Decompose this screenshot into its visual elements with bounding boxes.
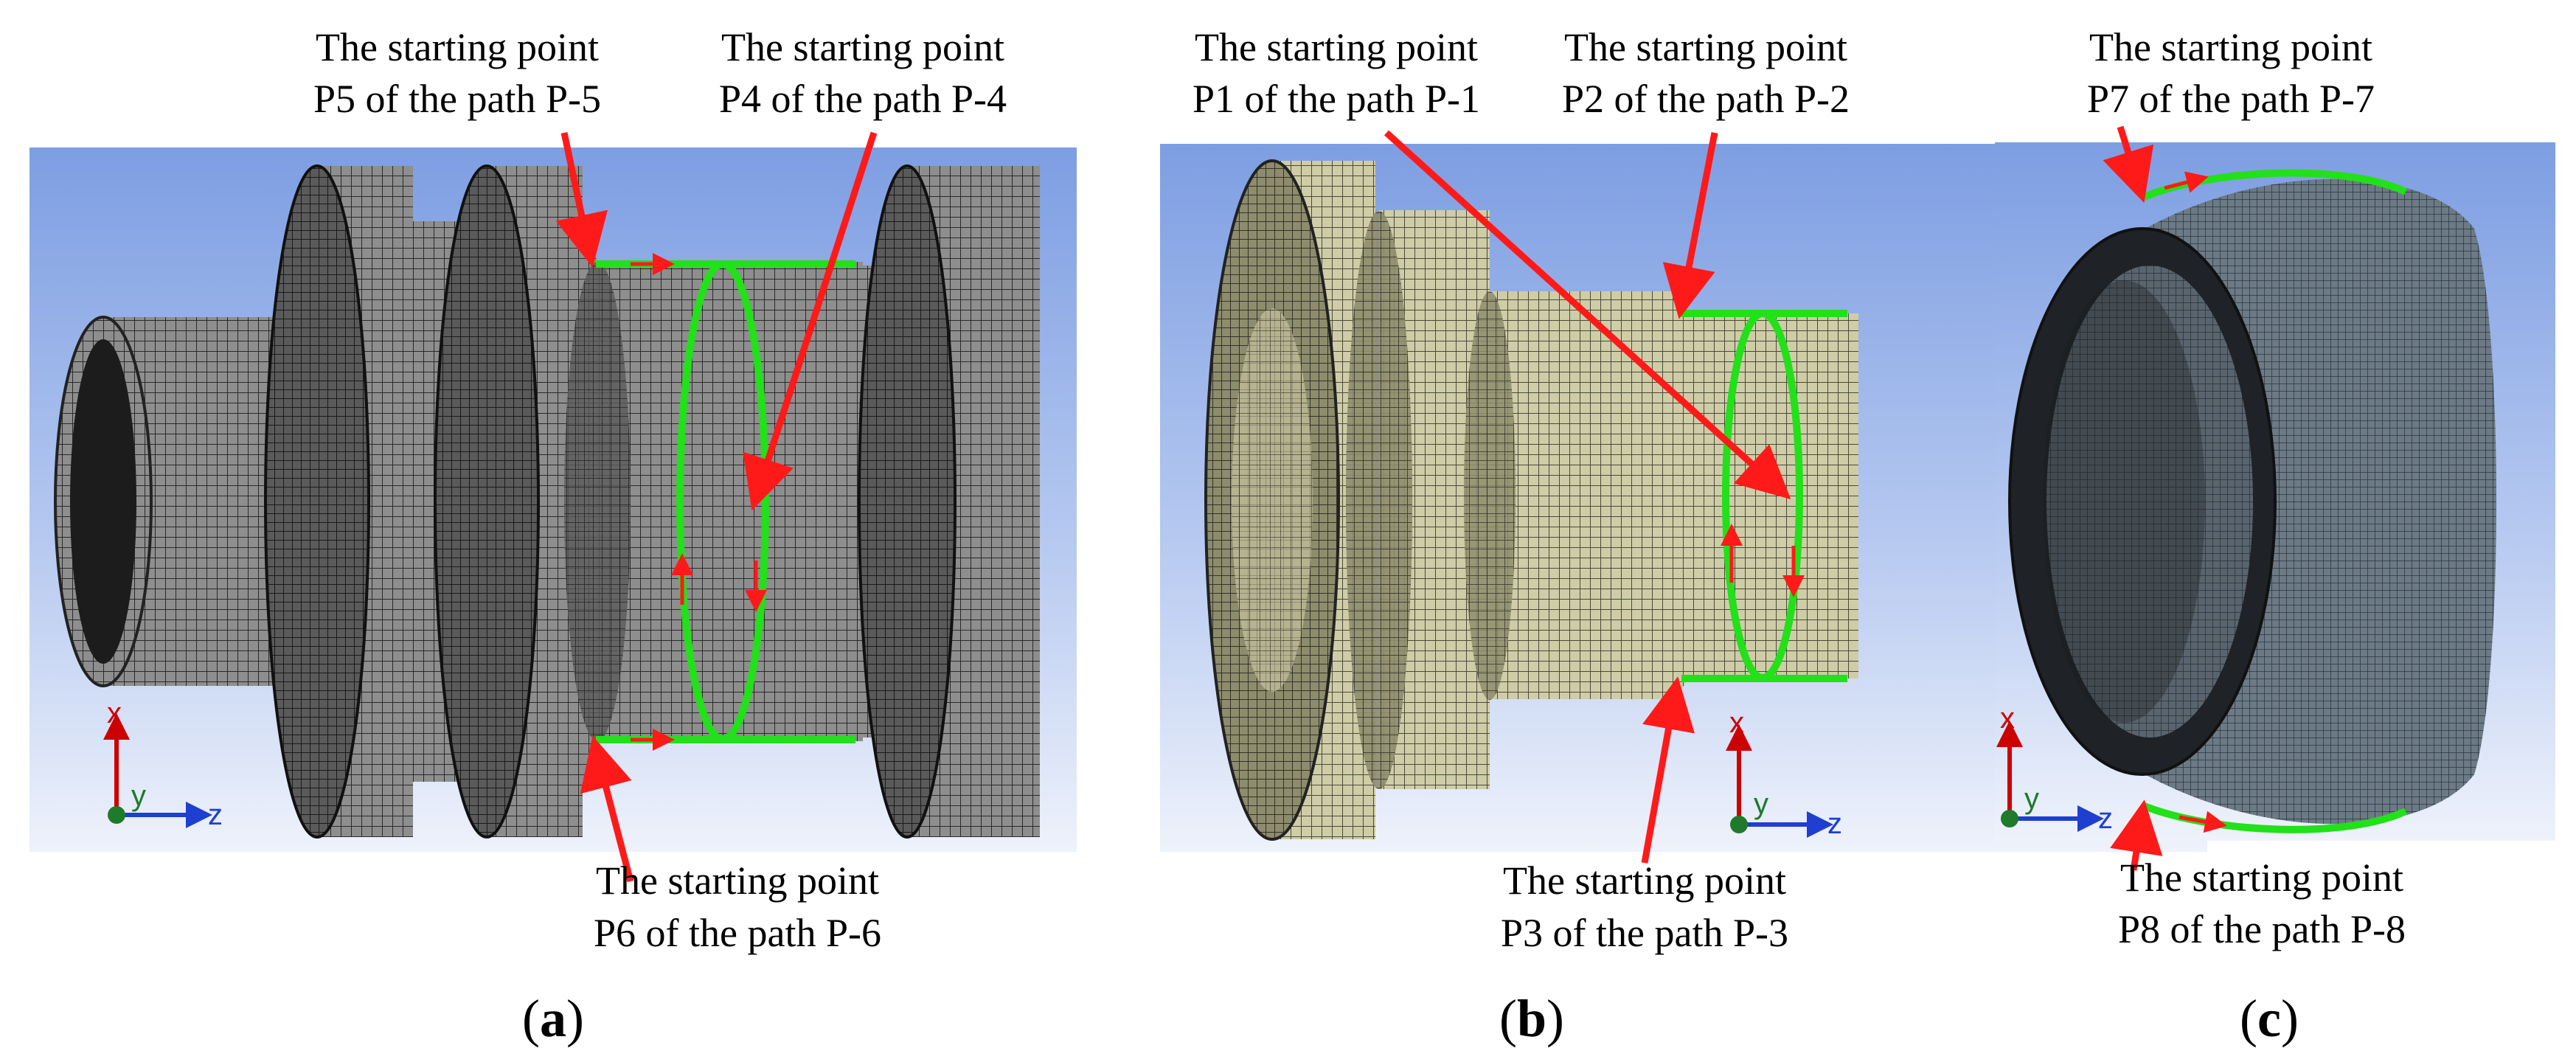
panel-b-tapered-body xyxy=(1464,291,1858,700)
label-p1-line1: The starting point xyxy=(1195,25,1478,69)
axis-z-label: z xyxy=(208,799,223,831)
panel-a-flange-2 xyxy=(434,164,583,839)
panel-b-axis-triad: x y z xyxy=(1726,707,1842,840)
axis-x-label: x xyxy=(107,697,122,729)
path-p8 xyxy=(2141,802,2408,833)
label-p6-line1: The starting point xyxy=(596,858,879,903)
caption-b: (b) xyxy=(1499,989,1564,1048)
caption-c: (c) xyxy=(2240,989,2299,1048)
axis-y-label: y xyxy=(1754,788,1768,820)
panel-a-flange-right xyxy=(858,164,1040,839)
label-p5-line1: The starting point xyxy=(316,25,599,69)
panel-c-direction-arrows xyxy=(2164,171,2227,833)
panel-c-callouts xyxy=(2103,125,2163,871)
path-p1 xyxy=(1722,310,1803,681)
label-p2-line1: The starting point xyxy=(1564,25,1847,69)
label-p2-line2: P2 of the path P-2 xyxy=(1562,77,1850,121)
panel-a-axis-triad: x y z xyxy=(103,697,223,831)
label-p6-line2: P6 of the path P-6 xyxy=(594,911,881,955)
axis-z-label: z xyxy=(2098,802,2113,835)
panel-b-callouts xyxy=(1384,130,1791,864)
label-p7-line1: The starting point xyxy=(2089,25,2372,69)
label-p3-line1: The starting point xyxy=(1503,858,1786,903)
panel-c-ring xyxy=(2008,178,2496,825)
axis-x-label: x xyxy=(1729,707,1744,739)
axis-y-label: y xyxy=(131,780,146,812)
label-p8-line2: P8 of the path P-8 xyxy=(2118,907,2406,951)
axis-y-label: y xyxy=(2024,782,2039,815)
label-p5-line2: P5 of the path P-5 xyxy=(313,77,601,121)
panel-a-middle-body xyxy=(564,221,863,782)
panel-a: x y z The starting point P5 of the path … xyxy=(29,25,1077,1048)
panel-a-direction-arrows xyxy=(631,253,767,751)
panel-c-axis-triad: x y z xyxy=(1996,702,2113,835)
panel-a-flange-1 xyxy=(264,164,413,839)
label-p3-line2: P3 of the path P-3 xyxy=(1501,911,1788,955)
label-p4-line1: The starting point xyxy=(721,25,1004,69)
panel-c: x y z The starting point P7 of the path … xyxy=(1995,25,2555,1048)
label-p8-line1: The starting point xyxy=(2120,856,2403,900)
label-p4-line2: P4 of the path P-4 xyxy=(719,77,1007,121)
axis-x-label: x xyxy=(2000,702,2015,735)
panel-b-direction-arrows xyxy=(1721,524,1805,597)
label-p1-line2: P1 of the path P-1 xyxy=(1192,77,1480,121)
label-p7-line2: P7 of the path P-7 xyxy=(2087,77,2375,121)
panel-a-callouts xyxy=(555,131,878,883)
axis-z-label: z xyxy=(1827,808,1842,840)
caption-a: (a) xyxy=(522,989,584,1048)
